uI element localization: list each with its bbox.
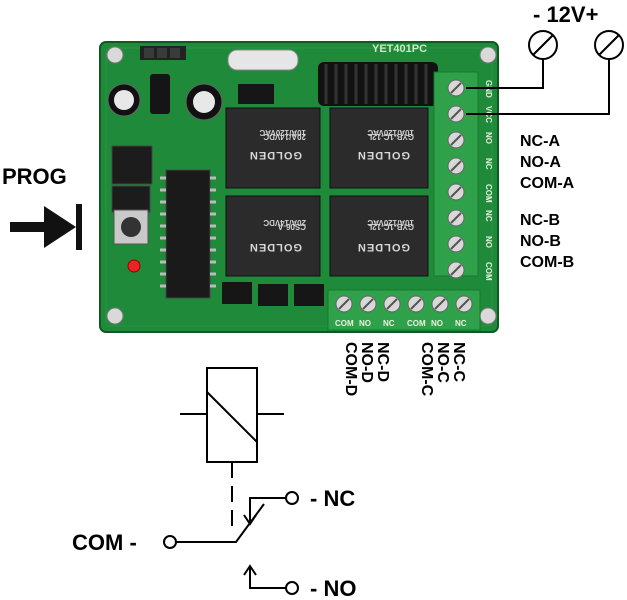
relay-1-spec-2: 20A/14VDC	[263, 132, 306, 141]
prog-label: PROG	[2, 164, 67, 189]
relay-2-spec-2: GYB-1C-12L	[367, 132, 414, 141]
right-pin-label-4: NC	[484, 158, 493, 170]
right-pin-label-5: COM	[484, 184, 493, 203]
relay-1: GOLDEN 10A/120VAC 20A/14VDC	[225, 107, 321, 189]
label-com-b: COM-B	[520, 254, 574, 271]
label-nc-c: NC-C	[450, 342, 467, 382]
channel-a-labels: NC-A NO-A COM-A	[520, 133, 575, 192]
power-supply-terminals: - 12V+	[466, 2, 624, 115]
relay-3: GOLDEN 20A/14VDC CS06-A	[225, 195, 321, 277]
switch-contacts	[163, 491, 299, 595]
relay-4-spec-2: GYB-1C-12L	[367, 222, 414, 231]
prog-arrow-shaft	[10, 222, 46, 232]
no-terminal	[285, 581, 299, 595]
vcc-wire	[466, 59, 610, 115]
jumper-block	[140, 46, 186, 60]
bottom-pin-label-3: NC	[383, 319, 395, 328]
label-nc-a: NC-A	[520, 133, 560, 150]
relay-3-spec-2: CS06-A	[277, 222, 306, 231]
channel-c-labels: NC-C NO-C COM-C	[418, 342, 467, 397]
schematic-com-label: COM -	[72, 530, 137, 555]
relay-4-spec-1: 10A/120VAC	[367, 218, 414, 227]
com-terminal	[163, 535, 177, 549]
channel-d-labels: NC-D NO-D COM-D	[342, 342, 391, 396]
bottom-terminal-block: COM NO NC COM NO NC	[327, 289, 481, 331]
bottom-pin-label-5: NO	[431, 319, 443, 328]
schematic-no-label: - NO	[310, 576, 356, 600]
label-no-d: NO-D	[358, 342, 375, 383]
prog-arrow-head	[44, 206, 76, 248]
prog-indicator: PROG	[2, 164, 82, 250]
relay-3-brand: GOLDEN	[249, 241, 302, 253]
relay-2-brand: GOLDEN	[357, 149, 410, 161]
bottom-pin-label-4: COM	[407, 319, 426, 328]
right-pin-label-7: NO	[484, 236, 493, 248]
schematic-nc-label: - NC	[310, 486, 355, 511]
relay-2-spec-1: 10A/120VAC	[367, 128, 414, 137]
label-nc-d: NC-D	[374, 342, 391, 382]
channel-b-labels: NC-B NO-B COM-B	[520, 212, 574, 271]
relay-4: GOLDEN 10A/120VAC GYB-1C-12L	[329, 195, 429, 277]
supply-label: - 12V+	[533, 2, 598, 27]
rf-antenna-coil	[318, 62, 438, 106]
capacitors	[107, 74, 223, 121]
label-com-a: COM-A	[520, 175, 575, 192]
microcontroller-chip	[160, 169, 216, 299]
relay-2: GOLDEN 10A/120VAC GYB-1C-12L	[329, 107, 429, 189]
relay-4-brand: GOLDEN	[357, 241, 410, 253]
bottom-pin-label-6: NC	[455, 319, 467, 328]
transistors	[222, 84, 324, 306]
bottom-pin-label-2: NO	[359, 319, 371, 328]
label-no-a: NO-A	[520, 154, 561, 171]
relay-1-spec-1: 10A/120VAC	[259, 128, 306, 137]
right-pin-label-6: NC	[484, 210, 493, 222]
relay-3-spec-1: 20A/14VDC	[263, 218, 306, 227]
status-led	[127, 259, 141, 273]
board-model-label: YET401PC	[372, 43, 427, 55]
label-com-c: COM-C	[418, 342, 435, 397]
label-com-d: COM-D	[342, 342, 359, 396]
small-ic	[111, 145, 153, 213]
right-pin-label-3: NO	[484, 132, 493, 144]
bottom-pin-label-1: COM	[335, 319, 354, 328]
gnd-wire	[466, 59, 544, 89]
crystal	[227, 49, 299, 71]
nc-terminal	[285, 491, 299, 505]
label-no-c: NO-C	[434, 342, 451, 383]
relay-1-brand: GOLDEN	[249, 149, 302, 161]
prog-button	[113, 209, 149, 245]
relay-coil-symbol	[180, 367, 284, 463]
label-no-b: NO-B	[520, 233, 561, 250]
right-pin-label-8: COM	[484, 262, 493, 281]
label-nc-b: NC-B	[520, 212, 560, 229]
